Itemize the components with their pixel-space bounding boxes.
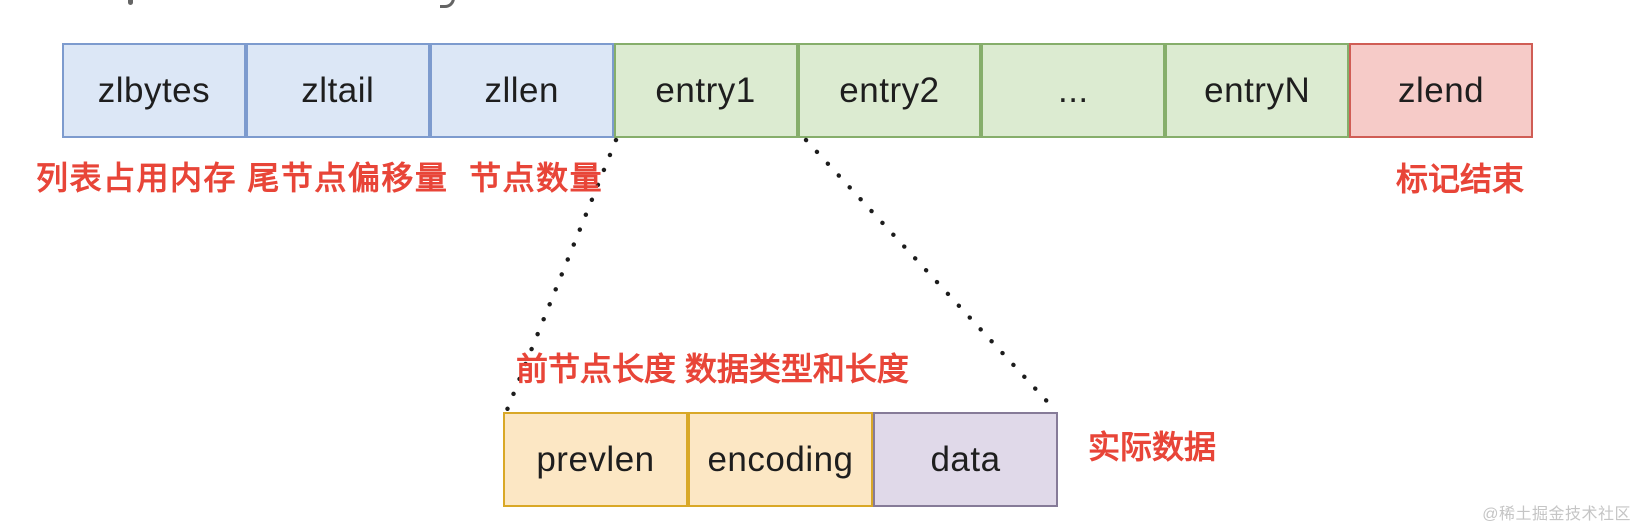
box-data: data (873, 412, 1058, 507)
annotation-data: 实际数据 (1088, 429, 1217, 465)
annotation-zlend: 标记结束 (1396, 161, 1525, 197)
box-ellipsis: ... (981, 43, 1166, 138)
box-encoding: encoding (688, 412, 873, 507)
watermark: @稀土掘金技术社区 (1482, 506, 1631, 523)
annotation-entry-fields: 前节点长度 数据类型和长度 (516, 351, 909, 387)
annotation-header-fields: 列表占用内存 尾节点偏移量 节点数量 (36, 160, 604, 196)
box-prevlen: prevlen (503, 412, 688, 507)
box-zlbytes: zlbytes (62, 43, 246, 138)
cropped-text-remnant (128, 0, 133, 5)
box-zltail: zltail (245, 43, 430, 138)
box-entryn: entryN (1165, 43, 1350, 138)
cropped-text-remnant (440, 0, 455, 8)
box-zlend: zlend (1349, 43, 1533, 138)
box-entry1: entry1 (613, 43, 798, 138)
box-zllen: zllen (429, 43, 614, 138)
box-entry2: entry2 (797, 43, 982, 138)
